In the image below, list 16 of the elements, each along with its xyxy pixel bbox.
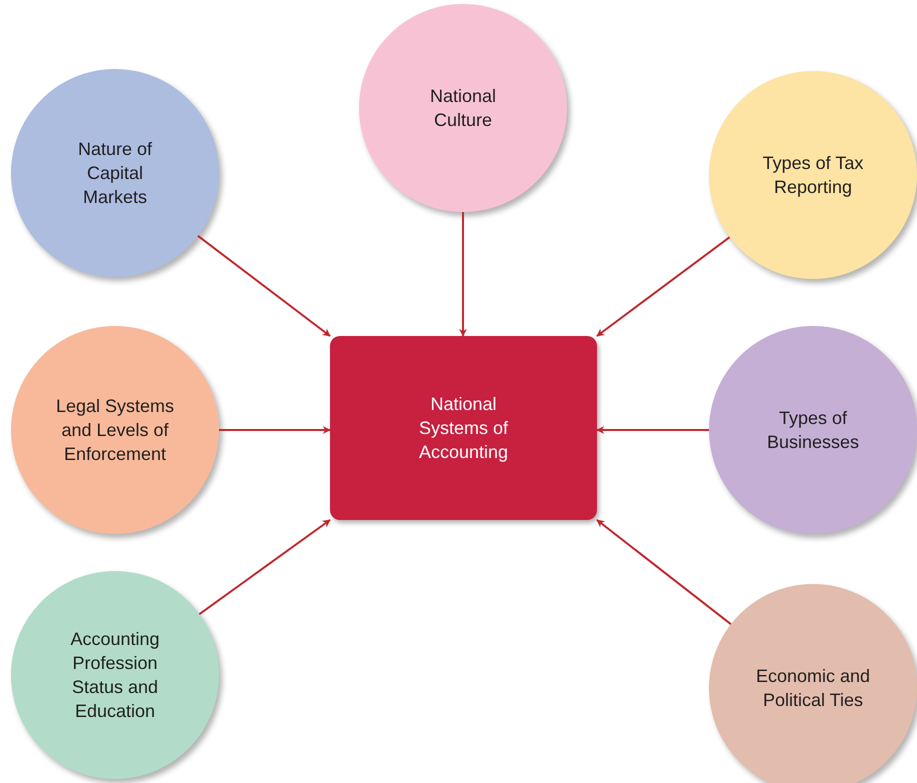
arrow xyxy=(596,426,709,434)
arrow xyxy=(197,235,331,337)
node-label: Types of Businesses xyxy=(766,407,860,454)
arrow xyxy=(198,519,331,615)
arrow xyxy=(596,236,730,337)
node-label: National Systems of Accounting xyxy=(418,393,510,464)
node-label: Accounting Profession Status and Education xyxy=(69,628,161,723)
node-label: National Culture xyxy=(428,85,498,132)
node-label: Economic and Political Ties xyxy=(754,665,872,712)
arrow xyxy=(219,426,331,434)
central-box xyxy=(330,336,597,520)
node-label: Nature of Capital Markets xyxy=(76,138,154,209)
node-label: Legal Systems and Levels of Enforcement xyxy=(54,395,176,466)
arrow xyxy=(596,519,732,625)
node-label: Types of Tax Reporting xyxy=(762,152,864,199)
arrow xyxy=(459,212,467,337)
